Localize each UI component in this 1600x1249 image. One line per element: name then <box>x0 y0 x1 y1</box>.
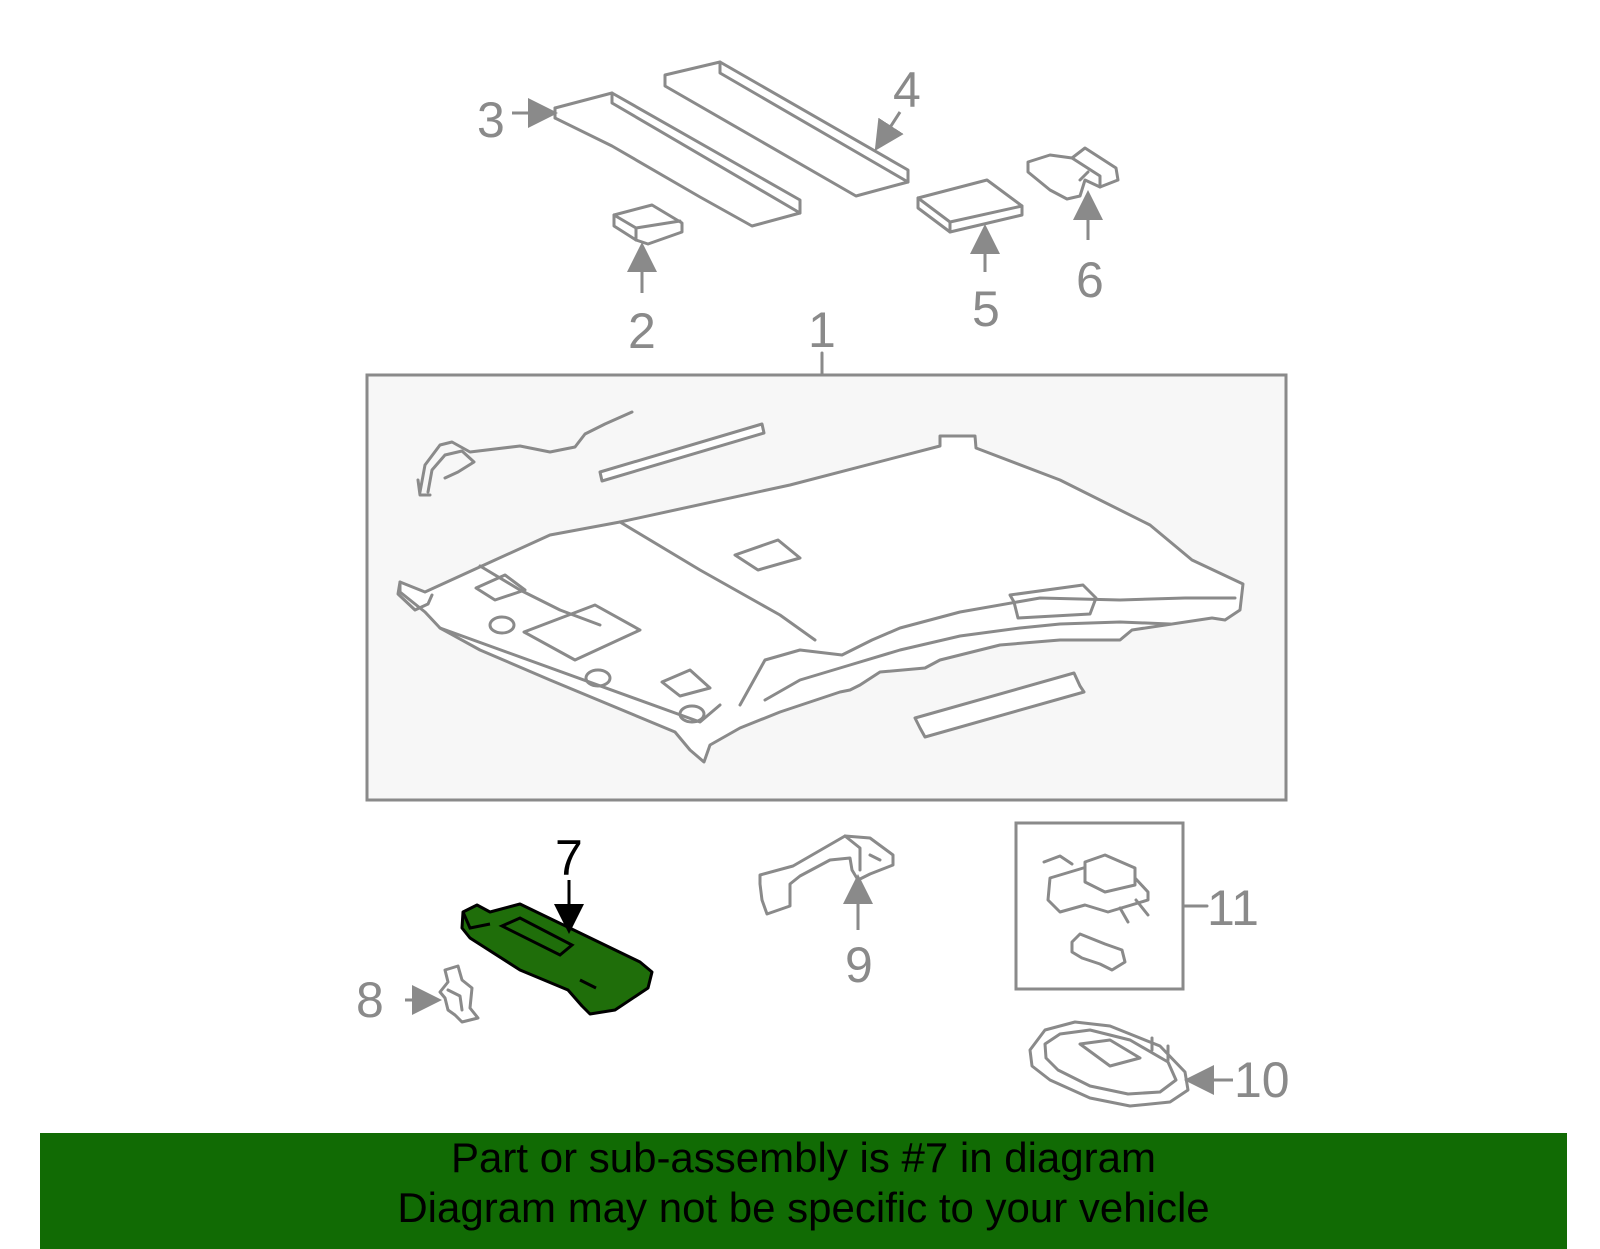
part-11-lamp-assembly[interactable] <box>1014 821 1209 991</box>
part-2-clip[interactable] <box>612 203 684 293</box>
part-9-assist-grip[interactable] <box>758 834 895 930</box>
part-1-headliner-box[interactable] <box>365 373 1288 802</box>
callout-7: 7 <box>555 830 583 886</box>
banner-line-1: Part or sub-assembly is #7 in diagram <box>451 1134 1156 1181</box>
part-8-visor-holder[interactable] <box>405 964 480 1024</box>
trim-strip-upper <box>598 422 766 483</box>
callout-2: 2 <box>628 303 656 359</box>
part-7-sun-visor[interactable] <box>460 880 654 1016</box>
part-5-pad[interactable] <box>916 178 1024 272</box>
part-6-bracket[interactable] <box>1026 146 1120 240</box>
callout-4: 4 <box>893 62 921 118</box>
part-10-lamp-lens[interactable] <box>1028 1020 1233 1108</box>
callout-10: 10 <box>1234 1052 1290 1108</box>
callout-6: 6 <box>1076 252 1104 308</box>
part-4-pad[interactable] <box>663 60 910 198</box>
callout-11: 11 <box>1207 880 1259 936</box>
info-banner: Part or sub-assembly is #7 in diagram Di… <box>40 1133 1567 1249</box>
callout-5: 5 <box>972 281 1000 337</box>
trim-strip-lower <box>913 671 1086 739</box>
callout-8: 8 <box>356 972 384 1028</box>
leader-4 <box>874 111 904 152</box>
wire-harness <box>418 410 634 494</box>
part-3-pad[interactable] <box>512 91 802 228</box>
callout-1: 1 <box>808 302 836 358</box>
callout-9: 9 <box>845 937 873 993</box>
callout-3: 3 <box>477 92 505 148</box>
banner-line-2: Diagram may not be specific to your vehi… <box>397 1184 1210 1231</box>
